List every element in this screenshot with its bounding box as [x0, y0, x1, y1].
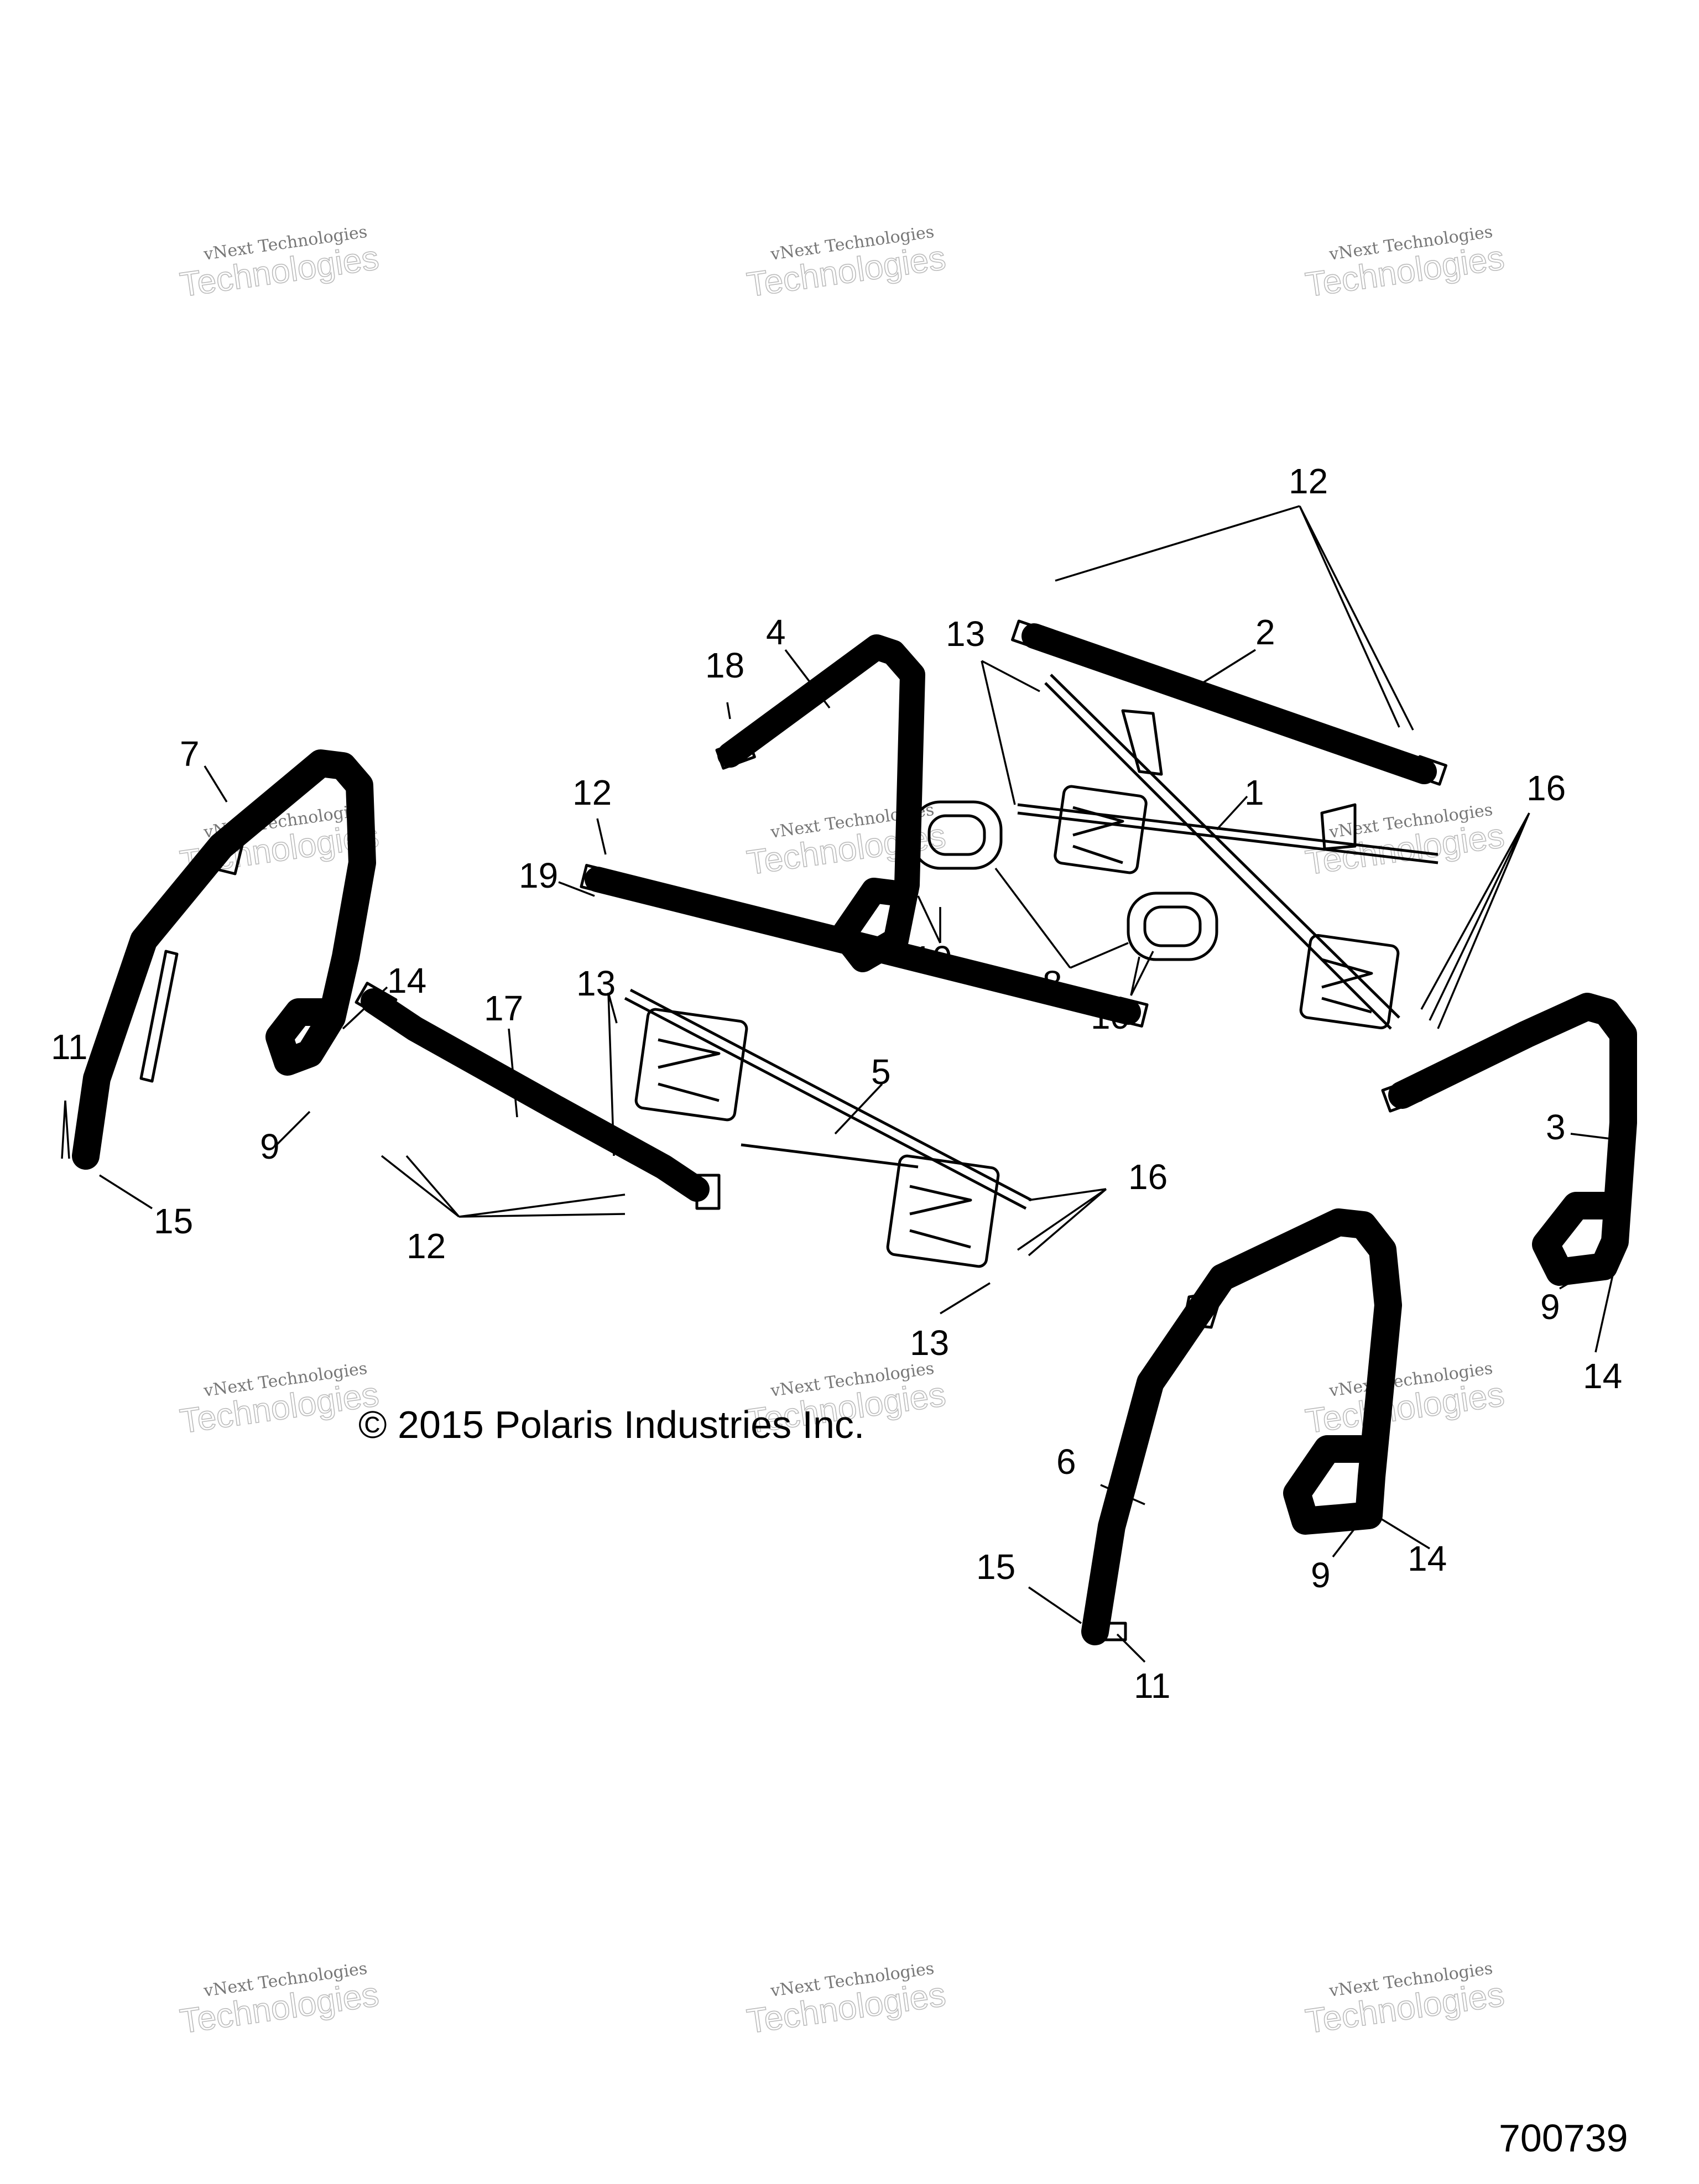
part-2-cross-tube: [1011, 619, 1447, 786]
callout-13: 13: [946, 614, 985, 654]
callout-14: 14: [387, 961, 426, 1000]
callout-12: 12: [572, 773, 612, 812]
watermark: vNext Technologies Technologies: [177, 1959, 382, 2041]
callout-11: 11: [51, 1027, 87, 1067]
callout-9: 9: [1540, 1287, 1560, 1327]
callout-10: 10: [913, 939, 952, 978]
callout-13: 13: [576, 963, 616, 1003]
callout-4: 4: [766, 612, 786, 652]
callout-14: 14: [1583, 1356, 1622, 1396]
part-17-cross-tube: [355, 982, 721, 1210]
callout-11: 11: [1134, 1666, 1170, 1706]
callout-16: 16: [1128, 1157, 1168, 1197]
copyright-notice: © 2015 Polaris Industries Inc.: [358, 1403, 864, 1446]
leader-lines: [61, 505, 1619, 1663]
part-4-rear-bar: [715, 634, 925, 972]
callout-15: 15: [154, 1201, 193, 1241]
callout-8: 8: [1043, 963, 1062, 1003]
callout-6: 6: [1056, 1442, 1076, 1482]
callouts: 12 2 4 13 18 1 16 7 12 19 10 8 10 14 17 …: [51, 461, 1622, 1706]
watermark: vNext Technologies Technologies: [177, 1359, 382, 1441]
part-7-front-roll-bar: [72, 749, 376, 1170]
callout-17: 17: [484, 988, 523, 1028]
callout-14: 14: [1408, 1539, 1447, 1578]
part-6-roll-bar: [1081, 1208, 1402, 1645]
callout-10: 10: [1091, 997, 1130, 1036]
part-19-cross-tube: [580, 864, 1149, 1028]
callout-9: 9: [260, 1127, 280, 1166]
callout-1: 1: [1244, 773, 1264, 812]
watermark: vNext Technologies Technologies: [1302, 222, 1507, 305]
callout-15: 15: [976, 1547, 1015, 1587]
callout-7: 7: [180, 734, 200, 774]
part-8-mirror-upper: [911, 800, 1003, 870]
callout-13: 13: [910, 1323, 949, 1363]
callout-16: 16: [1526, 768, 1566, 808]
watermark: vNext Technologies Technologies: [177, 222, 382, 305]
callout-12: 12: [406, 1226, 446, 1266]
watermark: vNext Technologies Technologies: [744, 1959, 948, 2041]
watermark: vNext Technologies Technologies: [744, 222, 948, 305]
part-5-front-panel: [624, 988, 1033, 1268]
part-8-mirror-lower: [1127, 892, 1218, 961]
watermark: vNext Technologies Technologies: [1302, 1359, 1507, 1441]
callout-19: 19: [519, 856, 558, 895]
callout-5: 5: [871, 1052, 891, 1092]
callout-3: 3: [1546, 1107, 1566, 1147]
part-3-roll-bar: [1381, 993, 1637, 1286]
diagram-number: 700739: [1499, 2117, 1628, 2160]
callout-2: 2: [1255, 612, 1275, 652]
part-1-rear-panel: [1017, 674, 1439, 1030]
callout-12: 12: [1289, 461, 1328, 501]
callout-18: 18: [705, 645, 744, 685]
watermark: vNext Technologies Technologies: [1302, 1959, 1507, 2041]
callout-9: 9: [1311, 1555, 1331, 1595]
